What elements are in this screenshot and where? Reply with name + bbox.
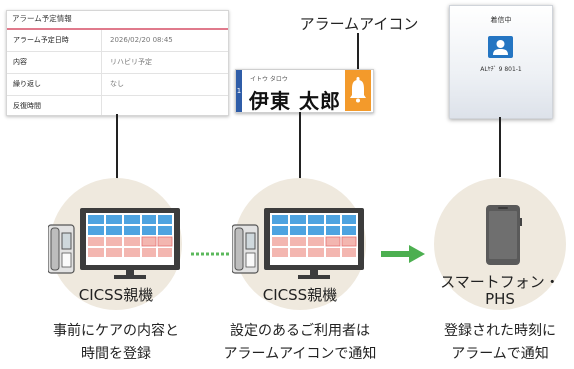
device-label: CICSS親機 <box>262 286 338 304</box>
device-label: PHS <box>485 290 515 308</box>
device-label: CICSS親機 <box>78 286 154 304</box>
arrow-right-icon <box>381 245 425 263</box>
callout-line <box>357 33 359 71</box>
room-number: 1 <box>236 70 242 112</box>
alarm-bell-icon <box>345 70 371 111</box>
connector-line <box>499 117 501 177</box>
step-caption: 事前にケアの内容と <box>53 323 179 339</box>
panel-title: アラーム予定情報 <box>7 11 228 30</box>
person-icon <box>488 36 513 58</box>
connector-line <box>299 112 301 196</box>
panel-row: 反復時間 <box>7 96 228 115</box>
panel-row: 内容 リハビリ予定 <box>7 52 228 74</box>
device-label: スマートフォン・ <box>440 273 560 291</box>
smartphone-icon <box>486 205 522 265</box>
panel-row-value: 2026/02/20 08:45 <box>110 36 173 44</box>
panel-row: 繰り返し なし <box>7 74 228 96</box>
base-station-monitor-icon <box>48 208 180 279</box>
step-caption: アラームで通知 <box>451 346 549 362</box>
step-caption: アラームアイコンで通知 <box>223 346 377 362</box>
incoming-room: ALﾔﾁﾞ 9 801-1 <box>480 66 522 73</box>
panel-row-label: 反復時間 <box>7 96 102 115</box>
name-kana: イトウ タロウ <box>250 76 288 83</box>
incoming-header: 着信中 <box>490 16 512 24</box>
panel-row: アラーム予定日時 2026/02/20 08:45 <box>7 30 228 52</box>
base-station-monitor-icon <box>232 208 364 279</box>
step-caption: 時間を登録 <box>81 346 151 362</box>
alarm-icon-title: アラームアイコン <box>299 15 419 33</box>
panel-row-label: アラーム予定日時 <box>7 30 102 51</box>
panel-row-label: 繰り返し <box>7 74 102 95</box>
step-caption: 登録された時刻に <box>444 323 556 339</box>
resident-name: 伊東 太郎 <box>249 89 341 113</box>
incoming-call-screen: 着信中 ALﾔﾁﾞ 9 801-1 <box>449 5 553 119</box>
panel-row-label: 内容 <box>7 52 102 73</box>
panel-row-value: リハビリ予定 <box>110 58 152 66</box>
panel-row-value: なし <box>110 80 124 88</box>
dotted-connector <box>191 252 231 256</box>
step-caption: 設定のあるご利用者は <box>230 323 370 339</box>
connector-line <box>116 114 118 196</box>
panel-row-value <box>102 96 110 115</box>
alarm-schedule-panel: アラーム予定情報 アラーム予定日時 2026/02/20 08:45 内容 リハ… <box>6 10 229 116</box>
